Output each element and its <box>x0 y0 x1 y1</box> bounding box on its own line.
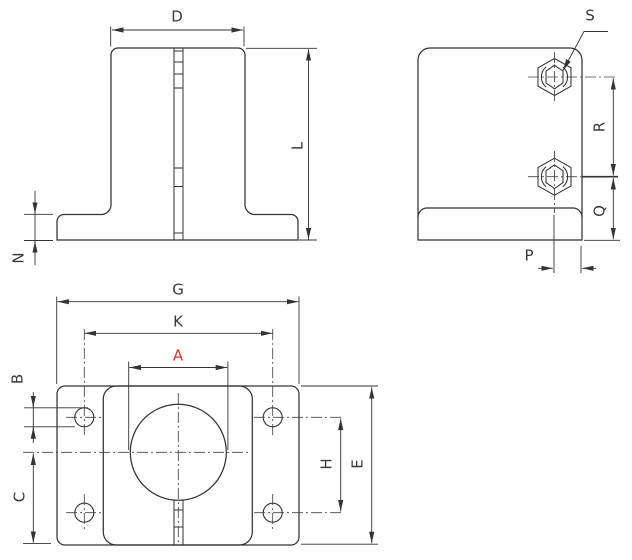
front-dimensions <box>24 26 317 265</box>
dim-label-e: E <box>348 459 367 469</box>
side-view <box>417 31 620 273</box>
plan-centerlines <box>23 329 344 543</box>
dim-label-q: Q <box>590 205 609 217</box>
dim-label-l: L <box>288 141 307 151</box>
dim-label-s: S <box>585 6 595 25</box>
front-outline <box>56 47 299 241</box>
plan-dimensions <box>23 296 378 545</box>
front-view <box>24 26 317 265</box>
side-centerlines <box>528 52 618 213</box>
plan-view <box>23 296 378 546</box>
dim-label-k: K <box>173 312 183 331</box>
dim-label-b: B <box>8 373 27 385</box>
dim-label-g: G <box>172 280 184 299</box>
dim-label-d: D <box>171 7 183 26</box>
dim-label-c: C <box>10 491 29 503</box>
side-outline <box>417 47 583 241</box>
front-slit <box>173 48 184 240</box>
dim-label-a: A <box>172 346 184 365</box>
dim-label-n: N <box>9 252 28 264</box>
plan-bore-circle <box>129 403 227 501</box>
plan-body-outline <box>102 385 253 546</box>
side-dimensions <box>538 31 620 273</box>
dim-label-h: H <box>317 458 336 470</box>
dim-label-p: P <box>524 246 534 265</box>
dim-label-r: R <box>590 121 609 133</box>
side-base-edge <box>417 207 583 218</box>
